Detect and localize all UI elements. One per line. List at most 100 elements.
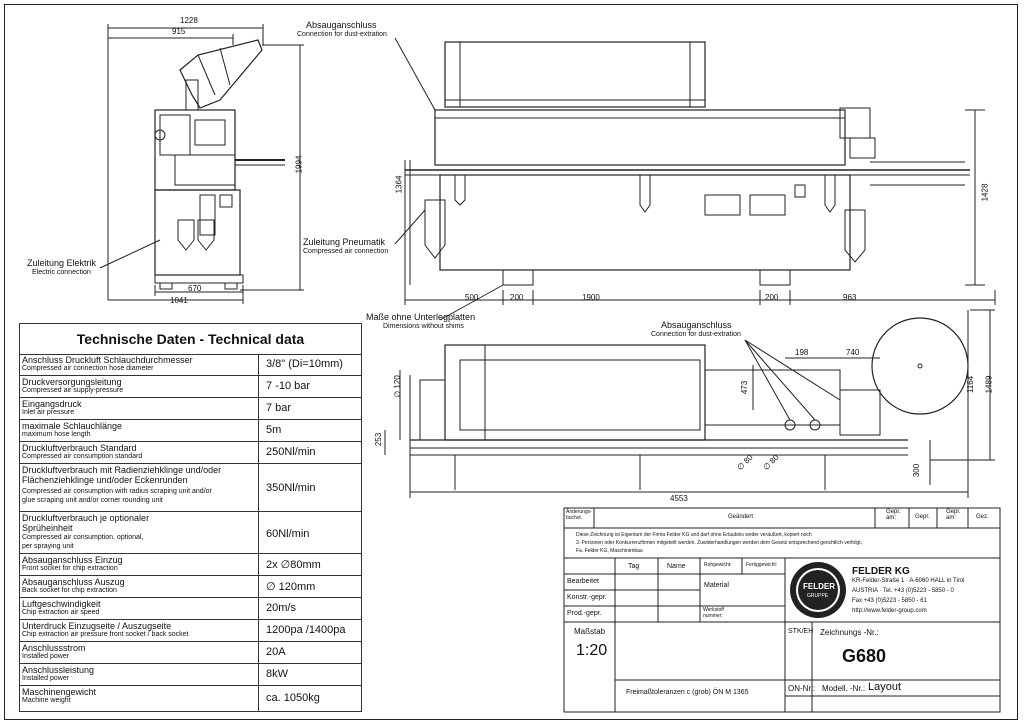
row-en-2: per spraying unit (22, 543, 74, 550)
dim-500: 500 (465, 293, 479, 302)
row-de-2: Flächenziehklinge und/oder Eckenrunden (22, 475, 188, 485)
dim-1041: 1041 (170, 296, 188, 305)
dim-1164: 1164 (966, 375, 976, 394)
row-value: ca. 1050kg (266, 692, 320, 704)
row-de: Druckversorgungsleitung (22, 377, 122, 387)
tech-row: Druckversorgungsleitung Compressed air s… (20, 376, 361, 398)
dim-473: 473 (740, 380, 750, 395)
dim-253: 253 (374, 432, 384, 447)
dim-4553: 4553 (670, 494, 688, 503)
row-de: Druckluftverbrauch Standard (22, 443, 137, 453)
row-de: Maschinengewicht (22, 687, 97, 697)
row-value: 3/8" (Di=10mm) (266, 358, 343, 370)
dim-198: 198 (795, 348, 809, 357)
dim-963: 963 (843, 293, 857, 302)
row-value: 7 -10 bar (266, 380, 311, 392)
row-value: 250Nl/min (266, 446, 316, 458)
dim-740: 740 (846, 348, 860, 357)
tech-row: Druckluftverbrauch Standard Compressed a… (20, 442, 361, 464)
tb-konstr: Konstr.-gepr. (567, 594, 607, 601)
row-en: maximum hose length (22, 431, 91, 438)
callout-dust-en: Connection for dust-extration (297, 31, 387, 38)
tb-fertiggewicht: Fertiggewicht: (746, 562, 778, 568)
dim-1900: 1900 (582, 293, 600, 302)
dim-300: 300 (912, 463, 922, 478)
tech-row: Absauganschluss Auszug Back socket for c… (20, 576, 361, 598)
callout-dust2-en: Connection for dust-extration (651, 331, 741, 338)
tb-bearbeitet: Bearbeitet (567, 578, 599, 585)
tech-row: Anschluss Druckluft Schlauchdurchmesser … (20, 354, 361, 376)
dim-915: 915 (172, 27, 186, 36)
company-address-2: AUSTRIA · Tel. +43 (0)5223 - 5850 - 0 (852, 588, 954, 594)
tb-prod: Prod.-gepr. (567, 610, 602, 617)
tb-gez: Gez. (976, 514, 989, 520)
tech-row: Absauganschluss Einzug Front socket for … (20, 554, 361, 576)
row-de: Luftgeschwindigkeit (22, 599, 101, 609)
dim-200b: 200 (765, 293, 779, 302)
row-de: Anschluss Druckluft Schlauchdurchmesser (22, 355, 193, 365)
row-en: Chip extraction air pressure front socke… (22, 631, 189, 638)
row-en-2: glue scraping unit and/or corner roundin… (22, 497, 163, 504)
tech-row: maximale Schlauchlänge maximum hose leng… (20, 420, 361, 442)
tb-notice: Diese Zeichnung ist Eigentum der Firma F… (576, 532, 862, 554)
row-de-2: Sprüheinheit (22, 523, 73, 533)
tb-gepr-am: Gepr. am: (886, 509, 901, 521)
tb-geandert: Geändert (728, 514, 754, 520)
tb-modell: Layout (868, 681, 902, 693)
tb-gepr-am-2: Gepr. am: (946, 509, 961, 521)
tb-on-nr: ON-Nr.: (788, 684, 816, 693)
row-de: Eingangsdruck (22, 399, 82, 409)
tech-row: Druckluftverbrauch mit Radienziehklinge … (20, 464, 361, 512)
tech-title: Technische Daten - Technical data (20, 324, 361, 355)
company-fax: Fax +43 (0)5223 - 5850 - 61 (852, 598, 927, 604)
company-url: http://www.felder-group.com (852, 608, 927, 614)
logo-subtext: GRUPPE (807, 593, 829, 599)
tb-massstab: 1:20 (576, 642, 608, 659)
titleblock-lines (563, 507, 1001, 713)
tb-tag: Tag (628, 563, 640, 570)
callout-elec-en: Electric connection (32, 269, 91, 276)
row-value: 60Nl/min (266, 528, 310, 540)
row-de: Unterdruck Einzugseite / Auszugseite (22, 621, 172, 631)
side-view (99, 24, 304, 304)
row-en: Installed power (22, 675, 70, 682)
company-name: FELDER KG (852, 566, 910, 577)
tech-row: Druckluftverbrauch je optionaler Sprühei… (20, 512, 361, 554)
row-value: 20A (266, 646, 286, 658)
callout-pneu-en: Compressed air connection (303, 248, 389, 255)
company-address-1: KR-Felder-Straße 1 · A-6060 HALL in Tiro… (852, 578, 965, 584)
tb-aend-label: Änderungs- buchst. (566, 509, 592, 521)
dim-120: ∅ 120 (392, 375, 402, 398)
row-value: 350Nl/min (266, 482, 316, 494)
tb-werkstoff: Werkstoff nummer: (703, 607, 724, 619)
tb-stkeh: STK/EH (788, 628, 814, 635)
row-value: 7 bar (266, 402, 292, 414)
front-view (394, 37, 996, 321)
row-de: Druckluftverbrauch mit Radienziehklinge … (22, 465, 222, 475)
row-en: Compressed air consumption standard (22, 453, 143, 460)
dim-1489: 1489 (984, 375, 994, 394)
felder-logo (790, 562, 846, 618)
tech-row: Eingangsdruck Inlet air pressure 7 bar (20, 398, 361, 420)
row-en: Chip extraction air speed (22, 609, 100, 616)
tb-zeichnungs-label: Zeichnungs -Nr.: (820, 628, 879, 637)
callout-pneu-de: Zuleitung Pneumatik (303, 237, 386, 247)
drawing-frame (4, 4, 1018, 720)
row-en: Installed power (22, 653, 70, 660)
row-value: 5m (266, 424, 282, 436)
dim-1428: 1428 (980, 183, 990, 202)
dim-1228: 1228 (180, 16, 198, 25)
tech-row: Luftgeschwindigkeit Chip extraction air … (20, 598, 361, 620)
tb-gepr: Gepr. (915, 514, 930, 520)
row-value: 8kW (266, 668, 288, 680)
row-de: Absauganschluss Einzug (22, 555, 123, 565)
tech-row: Unterdruck Einzugseite / Auszugseite Chi… (20, 620, 361, 642)
row-en: Back socket for chip extraction (22, 587, 117, 594)
row-en: Compressed air supply-pressure (22, 387, 124, 394)
tech-row: Anschlussstrom Installed power 20A (20, 642, 361, 664)
dim-670: 670 (188, 284, 202, 293)
tb-rohgewicht: Rohgewicht: (704, 562, 732, 568)
tb-modell-label: Modell. -Nr.: (822, 684, 866, 693)
tb-material: Material (704, 582, 729, 589)
